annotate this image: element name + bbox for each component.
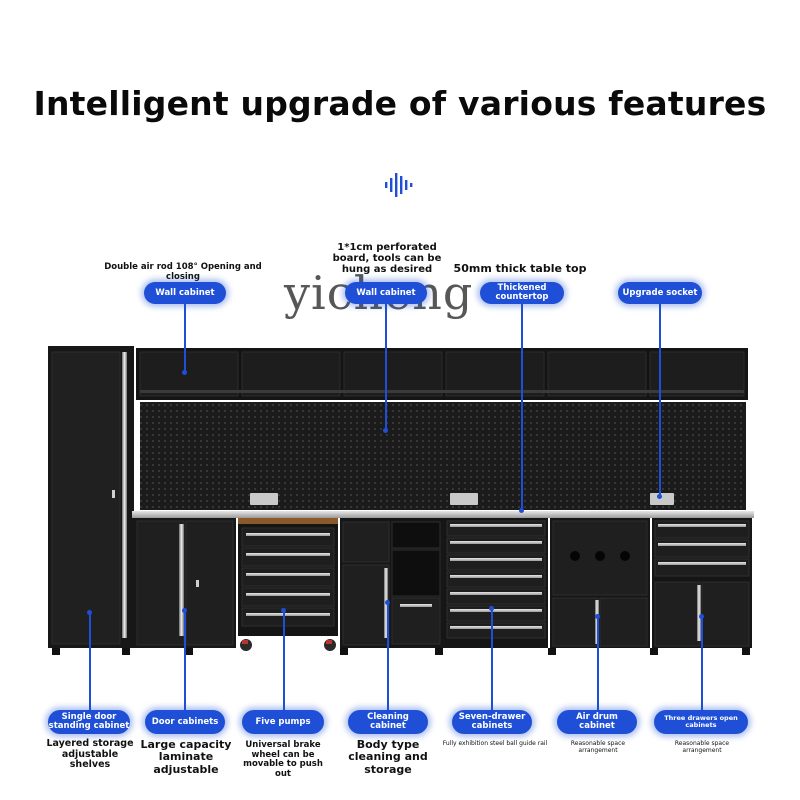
note-perforated-board: 1*1cm perforated board, tools can be hun… — [332, 242, 442, 276]
label-cleaning-cabinet: Cleaning cabinet — [348, 710, 428, 734]
note-layered-storage: Layered storage adjustable shelves — [46, 738, 134, 771]
note-air-rod: Double air rod 108° Opening and closing — [104, 262, 262, 282]
wall-cabinets — [136, 348, 748, 400]
label-wall-cabinet-left: Wall cabinet — [144, 282, 226, 304]
note-reasonable-space-2: Reasonable space arrangement — [674, 740, 730, 754]
label-upgrade-socket: Upgrade socket — [618, 282, 702, 304]
sound-wave-icon — [385, 173, 413, 197]
pegboard — [140, 402, 746, 510]
countertop — [132, 511, 754, 518]
page-title: Intelligent upgrade of various features — [33, 84, 767, 123]
label-three-drawers-cabinet: Three drawers open cabinets — [654, 710, 748, 734]
label-thickened-countertop: Thickened countertop — [480, 282, 564, 304]
label-seven-drawer-cabinets: Seven-drawer cabinets — [452, 710, 532, 734]
note-universal-brake: Universal brake wheel can be movable to … — [243, 740, 323, 779]
label-door-cabinets: Door cabinets — [145, 710, 225, 734]
label-five-pumps: Five pumps — [242, 710, 324, 734]
note-large-capacity: Large capacity laminate adjustable — [140, 738, 232, 776]
single-door-cabinet — [48, 346, 134, 655]
note-reasonable-space-1: Reasonable space arrangement — [570, 740, 626, 754]
label-air-drum-cabinet: Air drum cabinet — [557, 710, 637, 734]
note-body-type: Body type cleaning and storage — [348, 738, 428, 776]
note-table-top: 50mm thick table top — [453, 262, 587, 275]
note-guide-rail: Fully exhibition steel ball guide rail — [442, 740, 548, 747]
label-wall-cabinet-center: Wall cabinet — [345, 282, 427, 304]
label-single-door-cabinet: Single door standing cabinet — [48, 710, 130, 734]
